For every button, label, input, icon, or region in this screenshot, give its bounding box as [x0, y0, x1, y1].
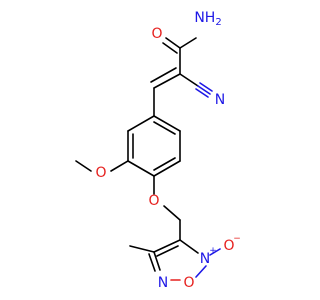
- furazan-c3-c4: [153, 239, 181, 253]
- molecule-structure: O NH2 N O O N + O − O N: [75, 10, 241, 291]
- ring-bond-1: [127, 115, 155, 132]
- bond-alpha-vinyl-2: [150, 67, 177, 83]
- molecule-canvas: O NH2 N O O N + O − O N: [75, 10, 241, 291]
- furazan-c4-n5-inner: [148, 253, 156, 272]
- nitrile-triple-2: [195, 88, 209, 98]
- bond-c-o-double-1: [165, 37, 181, 49]
- n-plus-charge: +: [209, 246, 217, 256]
- n-plus-label: N: [200, 251, 210, 267]
- ring-bond-4-inner: [153, 157, 176, 171]
- amide-oxygen-label: O: [151, 26, 162, 42]
- nitrile-triple-3: [199, 82, 213, 92]
- bond-furazan-methyl: [129, 245, 155, 253]
- furazan-c3-c4-inner: [156, 245, 179, 257]
- bond-c-o-double-2: [162, 42, 178, 54]
- bond-ring-methoxy-o: [110, 160, 129, 172]
- amide-nitrogen-label: NH2: [194, 10, 221, 28]
- nitrile-triple-1: [197, 85, 211, 95]
- bond-alpha-vinyl-1: [153, 73, 181, 89]
- n-oxide-oxygen-label: O: [223, 238, 234, 254]
- bond-nplus-ominus: [209, 248, 221, 256]
- ether-oxygen-label: O: [148, 193, 159, 209]
- bond-nplus-ring-o: [195, 265, 207, 278]
- n-oxide-charge: −: [233, 234, 241, 244]
- furazan-c3-n2: [179, 239, 199, 254]
- ring-bond-4: [153, 160, 181, 177]
- ring-bond-6-inner: [153, 121, 176, 135]
- bond-alpha-cn: [179, 73, 199, 87]
- bond-methoxy-o-ch3: [75, 160, 92, 172]
- ring-nitrogen-label: N: [158, 275, 168, 291]
- methoxy-oxygen-label: O: [95, 165, 106, 181]
- furazan-c4-n5: [153, 251, 161, 271]
- bond-ether-o-ch2: [163, 205, 181, 221]
- nitrile-nitrogen-label: N: [215, 92, 225, 108]
- amide-nitrogen-subscript: 2: [215, 17, 221, 28]
- bond-c-nh2: [179, 37, 197, 49]
- ring-oxygen-label: O: [183, 275, 194, 291]
- ring-bond-6: [153, 115, 181, 132]
- ring-bond-3: [127, 160, 155, 177]
